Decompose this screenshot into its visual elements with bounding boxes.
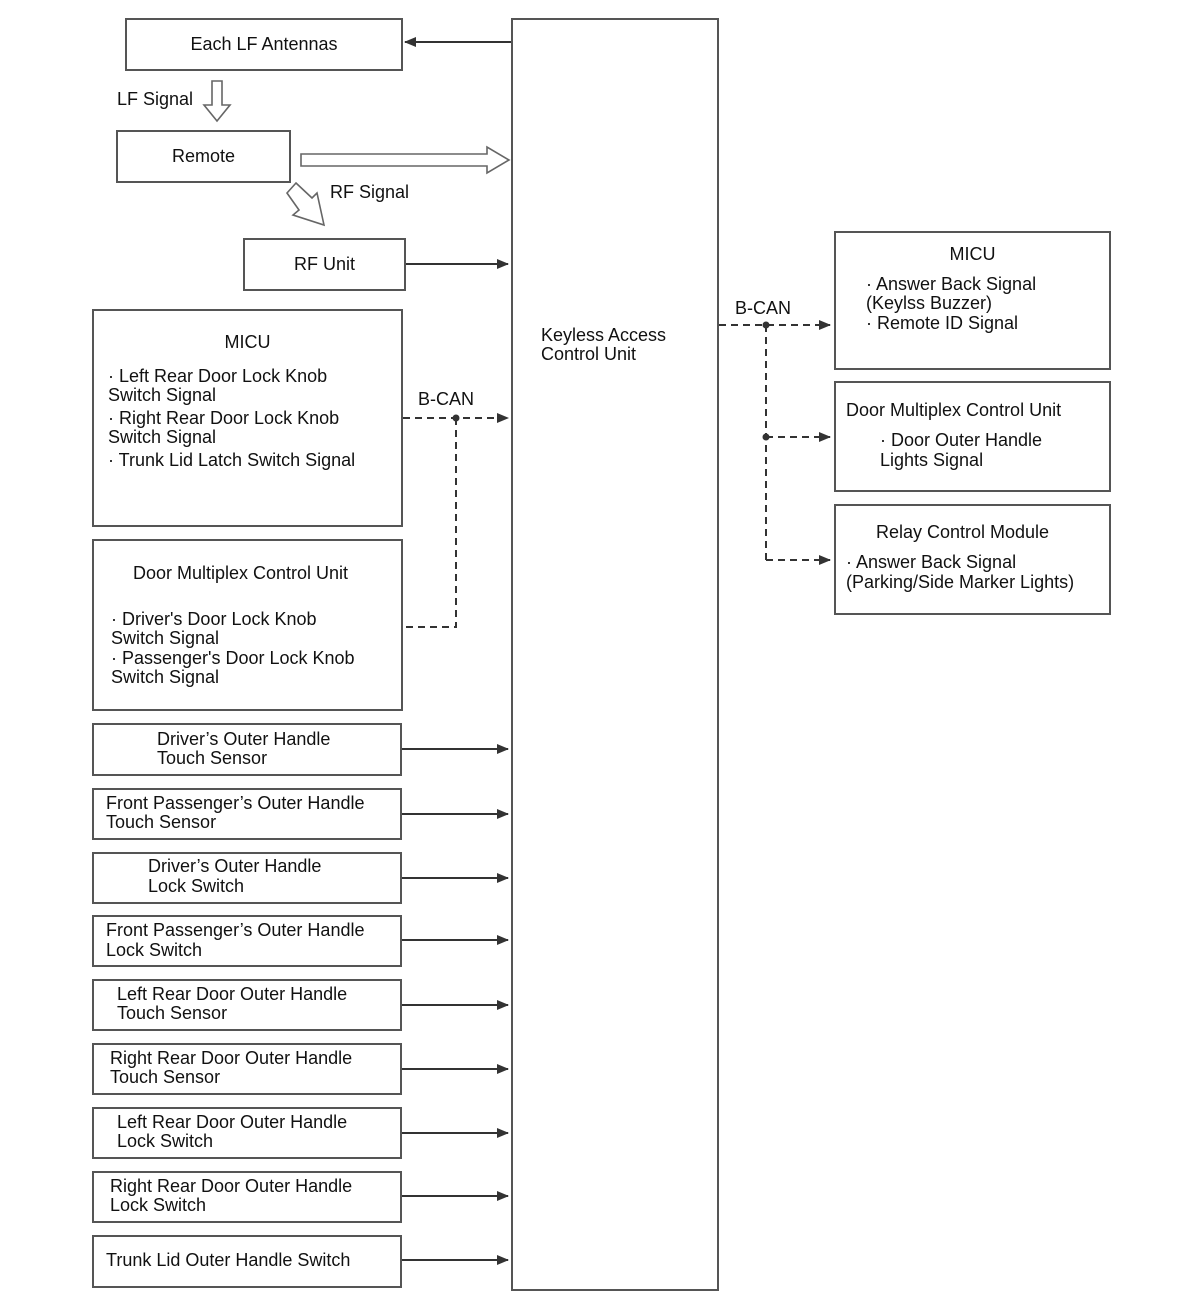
bcan-left-branch xyxy=(403,418,457,628)
relay-line-1: · Answer Back Signal xyxy=(846,552,1017,572)
micu-right-line-3: · Remote ID Signal xyxy=(866,313,1019,333)
rf-unit-box xyxy=(243,238,406,291)
junction-left xyxy=(452,414,460,422)
dmcu-right-box xyxy=(834,381,1111,492)
relay-control-module-box xyxy=(834,504,1111,615)
switch-7-line1: Left Rear Door Outer Handle xyxy=(117,1112,348,1132)
micu-left-line-5: · Trunk Lid Latch Switch Signal xyxy=(108,450,356,470)
switch-9-line1: Trunk Lid Outer Handle Switch xyxy=(106,1250,351,1270)
switch-box-1 xyxy=(92,723,402,776)
bcan-left-label: B-CAN xyxy=(418,389,475,409)
switch-5-line2: Touch Sensor xyxy=(117,1003,228,1023)
switch-2-line1: Front Passenger’s Outer Handle xyxy=(106,793,365,813)
junction-right-mid xyxy=(762,433,770,441)
switch-2-line2: Touch Sensor xyxy=(106,812,217,832)
dmcu-left-line-4: Switch Signal xyxy=(111,667,220,687)
switch-4-line2: Lock Switch xyxy=(106,940,203,960)
junction-right-top xyxy=(762,321,770,329)
switch-1-line2: Touch Sensor xyxy=(157,748,268,768)
switch-box-5 xyxy=(92,979,402,1031)
rf-signal-hollow-arrow xyxy=(285,181,326,227)
dmcu-left-title: Door Multiplex Control Unit xyxy=(132,563,349,583)
lf-signal-label: LF Signal xyxy=(117,89,194,109)
micu-left-title: MICU xyxy=(224,332,271,352)
remote-box xyxy=(116,130,291,183)
switch-8-line2: Lock Switch xyxy=(110,1195,207,1215)
micu-right-line-1: · Answer Back Signal xyxy=(866,274,1037,294)
kacu-label-line2: Control Unit xyxy=(541,344,637,364)
micu-left-line-2: Switch Signal xyxy=(108,385,217,405)
micu-right-line-2: (Keylss Buzzer) xyxy=(866,293,993,313)
remote-label: Remote xyxy=(171,146,236,166)
switch-8-line1: Right Rear Door Outer Handle xyxy=(110,1176,353,1196)
lf-antennas-label: Each LF Antennas xyxy=(190,34,338,54)
micu-left-line-4: Switch Signal xyxy=(108,427,217,447)
switch-6-line2: Touch Sensor xyxy=(110,1067,221,1087)
bcan-right-label: B-CAN xyxy=(735,298,792,318)
dmcu-left-line-1: · Driver's Door Lock Knob xyxy=(111,609,317,629)
switch-1-line1: Driver’s Outer Handle xyxy=(157,729,331,749)
micu-right-title: MICU xyxy=(949,244,996,264)
switch-3-line2: Lock Switch xyxy=(148,876,245,896)
switch-box-6 xyxy=(92,1043,402,1095)
switch-4-line1: Front Passenger’s Outer Handle xyxy=(106,920,365,940)
kacu-label-line1: Keyless Access xyxy=(541,325,667,345)
micu-right-box xyxy=(834,231,1111,370)
switch-box-8 xyxy=(92,1171,402,1223)
lf-signal-hollow-arrow xyxy=(202,80,232,123)
relay-title: Relay Control Module xyxy=(875,522,1050,542)
micu-left-line-3: · Right Rear Door Lock Knob xyxy=(108,408,340,428)
switch-box-2 xyxy=(92,788,402,840)
switch-box-4 xyxy=(92,915,402,967)
switch-box-7 xyxy=(92,1107,402,1159)
switch-7-line2: Lock Switch xyxy=(117,1131,214,1151)
switch-5-line1: Left Rear Door Outer Handle xyxy=(117,984,348,1004)
switch-box-3 xyxy=(92,852,402,904)
rf-signal-label: RF Signal xyxy=(330,182,410,202)
relay-line-2: (Parking/Side Marker Lights) xyxy=(846,572,1075,592)
dmcu-left-box xyxy=(92,539,403,711)
micu-left-line-1: · Left Rear Door Lock Knob xyxy=(108,366,328,386)
keyless-access-control-unit xyxy=(511,18,719,1291)
switch-6-line1: Right Rear Door Outer Handle xyxy=(110,1048,353,1068)
lf-antennas-box xyxy=(125,18,403,71)
switch-3-line1: Driver’s Outer Handle xyxy=(148,856,322,876)
micu-left-box xyxy=(92,309,403,527)
rf-unit-label: RF Unit xyxy=(293,254,355,274)
dmcu-right-title: Door Multiplex Control Unit xyxy=(846,400,1062,420)
switch-box-9 xyxy=(92,1235,402,1288)
rf-to-kacu-hollow-arrow xyxy=(300,145,511,175)
dmcu-right-line-2: Lights Signal xyxy=(880,450,984,470)
dmcu-right-line-1: · Door Outer Handle xyxy=(880,430,1043,450)
dmcu-left-line-2: Switch Signal xyxy=(111,628,220,648)
dmcu-left-line-3: · Passenger's Door Lock Knob xyxy=(111,648,355,668)
